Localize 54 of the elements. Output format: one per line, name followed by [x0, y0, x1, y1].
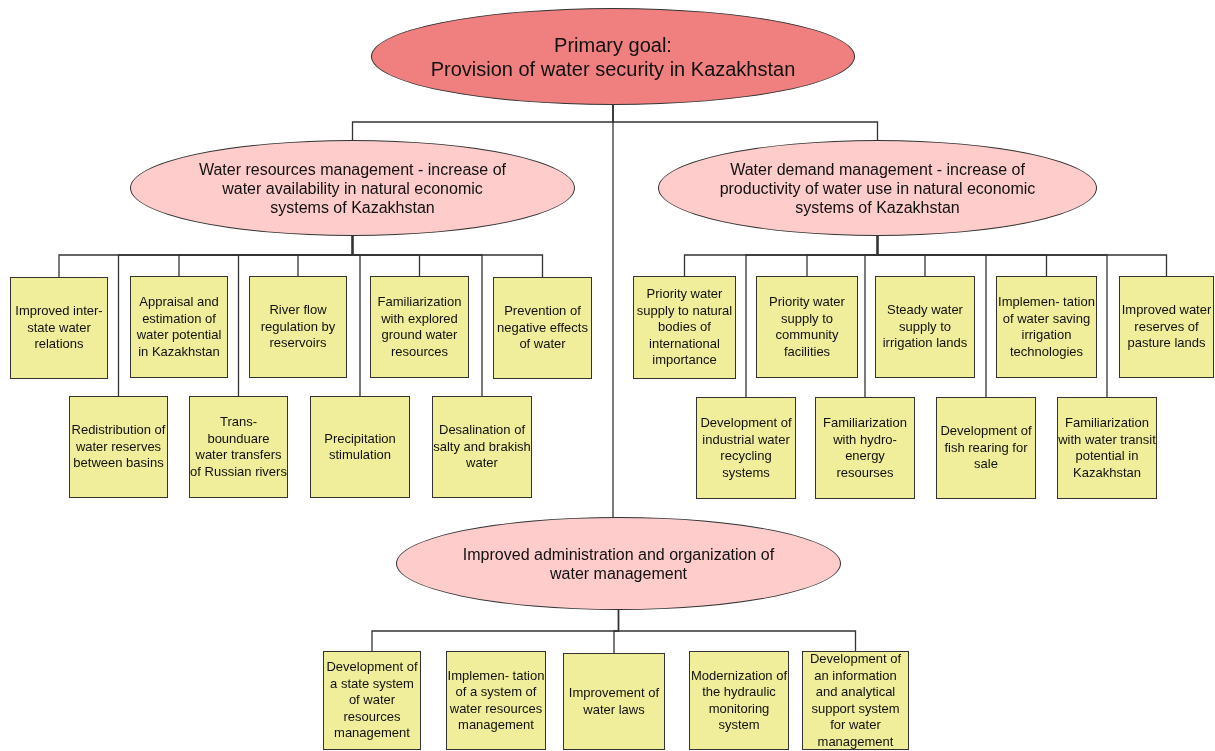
task-box — [249, 276, 347, 378]
task-box — [69, 396, 168, 498]
node-label: Improved administration and organization of water management — [461, 544, 776, 583]
node-label: Implemen- tation of a system of water resources management — [447, 667, 545, 734]
node-label: Improved water reserves of pasture lands — [1120, 302, 1213, 352]
task-box — [432, 396, 532, 498]
node-label: Modernization of the hydraulic monitoring system — [690, 667, 788, 734]
node-label: Appraisal and estimation of water potential in Kazakhstan — [135, 294, 223, 360]
task-box — [696, 397, 796, 499]
node-label: Precipitation stimulation — [323, 430, 397, 464]
task-box — [310, 396, 410, 498]
connector-line — [612, 104, 614, 518]
node-label: Provision of water security in Kazakhstan — [430, 56, 796, 81]
connector-line — [617, 609, 857, 652]
node-label: Improvement of water laws — [567, 685, 661, 718]
task-box — [1057, 397, 1157, 499]
node-label: Water resources management - increase of water availability in natural economic systems of Kazakhstan — [197, 159, 508, 217]
node-label: Development of fish rearing for sale — [939, 423, 1033, 473]
node-label: Familiarization with hydro- energy resourses — [822, 415, 908, 481]
task-box — [1119, 276, 1214, 378]
node-label: River flow regulation by reservoirs — [259, 302, 337, 352]
node-label: Familiarization with water transit potential in Kazakhstan — [1058, 415, 1156, 481]
node-label: Trans- bounduare water transfers of Russian rivers — [190, 414, 287, 480]
node-label: Redistribution of water reserves between basins — [70, 422, 167, 472]
task-box — [446, 651, 546, 750]
task-box — [493, 277, 592, 379]
node-label: Development of a state system of water resources management — [325, 659, 419, 742]
node-label: Development of industrial water recycling systems — [699, 415, 793, 481]
node-label: Familiarization with explored ground water resources — [376, 294, 463, 360]
node-label: Implemen- tation of water saving irrigation technologies — [997, 294, 1096, 360]
node-label: Primary goal: — [554, 32, 672, 57]
node-label: Development of an information and analytical support system for water management — [808, 651, 903, 750]
node-label: Prevention of negative effects of water — [496, 303, 589, 353]
task-box — [323, 651, 421, 750]
task-box — [996, 276, 1097, 378]
task-box — [689, 651, 789, 750]
task-box — [756, 276, 858, 378]
task-box — [130, 276, 228, 378]
node-label: Improved inter-state water relations — [14, 303, 104, 353]
task-box — [815, 397, 915, 499]
node-label: Desalination of salty and brakish water — [433, 422, 531, 472]
node-label: Priority water supply to community facilities — [768, 294, 846, 360]
task-box — [875, 276, 975, 378]
node-label: Water demand management - increase of productivity of water use in natural economic systems of Kazakhstan — [718, 159, 1037, 217]
node-label: Priority water supply to natural bodies of international importance — [635, 286, 734, 369]
task-box — [633, 276, 736, 379]
task-box — [189, 396, 288, 498]
connector-line — [876, 235, 1108, 398]
task-box — [370, 276, 469, 378]
task-box — [936, 397, 1036, 499]
connector-line — [351, 235, 483, 397]
task-box — [563, 653, 665, 750]
node-label: Steady water supply to irrigation lands — [881, 302, 969, 352]
task-box — [10, 277, 108, 379]
